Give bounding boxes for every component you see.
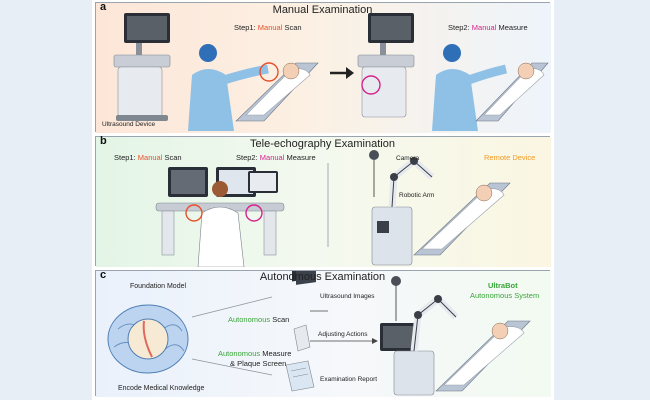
step2-label: Step2: Manual Measure: [236, 153, 316, 162]
panel-title: Tele-echography Examination: [250, 138, 395, 150]
arrow-right-icon: [346, 67, 354, 79]
panel-title: Autonomous Examination: [259, 271, 386, 283]
plaque-screen-label: & Plaque Screen: [230, 359, 287, 368]
robotic-arm: [391, 276, 459, 352]
ultrasound-images-label: Ultrasound Images: [320, 293, 375, 300]
scan-highlight-circle: [259, 62, 279, 82]
foundation-model-label: Foundation Model: [130, 283, 187, 290]
ultrabot-system: Autonomous System: [470, 291, 540, 300]
encode-knowledge-label: Encode Medical Knowledge: [118, 385, 205, 392]
figure: a Manual Examination Step1: Manual Scan …: [92, 0, 554, 400]
panel-label: b: [100, 135, 107, 147]
doctor-figure: [188, 44, 269, 131]
device-label: Ultrasound Device: [102, 121, 156, 128]
panel-title: Manual Examination: [272, 4, 373, 16]
panel-a-illustration: [96, 3, 551, 133]
panel-a: a Manual Examination Step1: Manual Scan …: [95, 1, 551, 133]
report-document-icon: [285, 360, 315, 392]
panel-label: a: [100, 1, 107, 13]
step1-label: Step1: Manual Scan: [114, 153, 182, 162]
camera-label: Camera: [396, 155, 420, 162]
measure-highlight-circle: [361, 75, 381, 95]
examination-report-label: Examination Report: [320, 376, 378, 383]
operator-figure: [197, 181, 245, 267]
ultrasound-images-stack: [292, 271, 316, 285]
step2-label: Step2: Manual Measure: [448, 23, 528, 32]
arrow-right-icon: [372, 338, 378, 344]
panel-c-illustration: [96, 271, 551, 397]
doctor-figure-2: [432, 44, 507, 131]
probe-icon: [293, 324, 311, 352]
patient-bed: [235, 62, 319, 122]
panel-b: b Tele-echography Examination Step1: Man…: [95, 135, 551, 267]
measure-highlight-circle: [245, 204, 263, 222]
arm-label: Robotic Arm: [399, 192, 435, 199]
robotic-arm: [369, 150, 435, 266]
remote-device-label: Remote Device: [484, 153, 536, 162]
ultrabot-name: UltraBot: [488, 281, 518, 290]
patient-bed: [435, 320, 531, 392]
ultrasound-device-2: [357, 13, 415, 118]
scan-highlight-circle: [185, 204, 203, 222]
autonomous-scan-label: Autonomous Scan: [228, 315, 290, 324]
adjusting-actions-label: Adjusting Actions: [318, 331, 368, 338]
panel-c: c Autonomous Examination Foundation Mode…: [95, 269, 551, 397]
autonomous-measure-label: Autonomous Measure: [218, 349, 292, 358]
panel-label: c: [100, 269, 107, 281]
ultrasound-device: [113, 13, 171, 121]
panel-b-illustration: [96, 137, 551, 267]
step1-label: Step1: Manual Scan: [234, 23, 302, 32]
foundation-model-brain: [107, 304, 189, 374]
patient-bed: [413, 182, 511, 256]
patient-bed-2: [475, 62, 549, 122]
